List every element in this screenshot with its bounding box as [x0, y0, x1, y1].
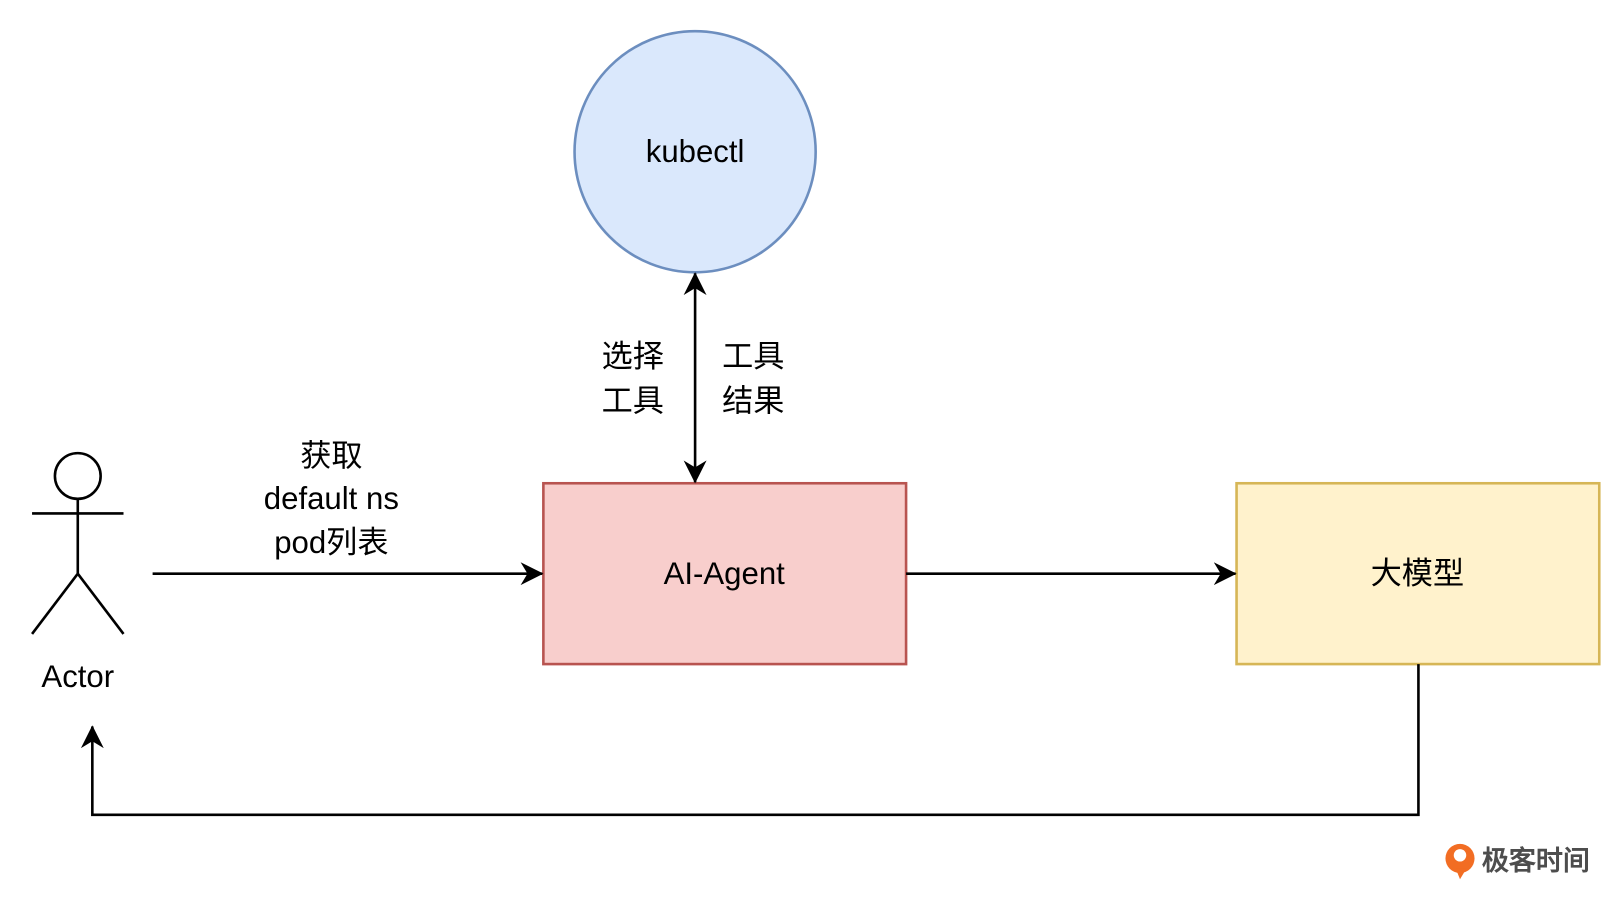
ai-agent-box: [542, 481, 908, 666]
watermark-text: 极客时间: [1482, 845, 1590, 876]
llm-label: 大模型: [1371, 556, 1464, 591]
edge-llm-to-actor[interactable]: [80, 664, 1420, 817]
actor-head: [53, 451, 102, 501]
actor-right-leg: [76, 572, 125, 635]
actor-left-leg: [31, 572, 79, 635]
edge-tool-result-label-line-2: 结果: [722, 384, 784, 419]
edge-llm-to-actor-line: [80, 664, 1420, 817]
edge-request-label-line-2: default ns: [264, 481, 399, 516]
edge-request-label-line-1: 获取: [300, 439, 362, 474]
edge-select-tool-label-line-1: 选择: [602, 339, 664, 374]
edge-select-tool-label-line-2: 工具: [602, 384, 664, 419]
watermark-logo: 极客时间: [1445, 843, 1590, 880]
edge-agent-kubectl[interactable]: 选择 工具 工具 结果: [602, 272, 785, 484]
kubectl-node[interactable]: kubectl: [573, 29, 817, 274]
kubectl-label: kubectl: [646, 134, 745, 169]
actor-node[interactable]: Actor: [31, 451, 125, 694]
actor-label: Actor: [41, 659, 114, 694]
watermark-icon-tail: [1455, 868, 1467, 880]
ai-agent-label: AI-Agent: [664, 556, 786, 591]
edge-actor-to-agent[interactable]: 获取 default ns pod列表: [152, 439, 544, 586]
edge-tool-result-label-line-1: 工具: [722, 339, 784, 374]
watermark-icon-hole: [1453, 849, 1467, 862]
llm-node[interactable]: 大模型: [1235, 481, 1601, 666]
edge-request-label-line-3: pod列表: [274, 525, 388, 560]
llm-box: [1235, 481, 1601, 666]
ai-agent-node[interactable]: AI-Agent: [542, 481, 908, 666]
